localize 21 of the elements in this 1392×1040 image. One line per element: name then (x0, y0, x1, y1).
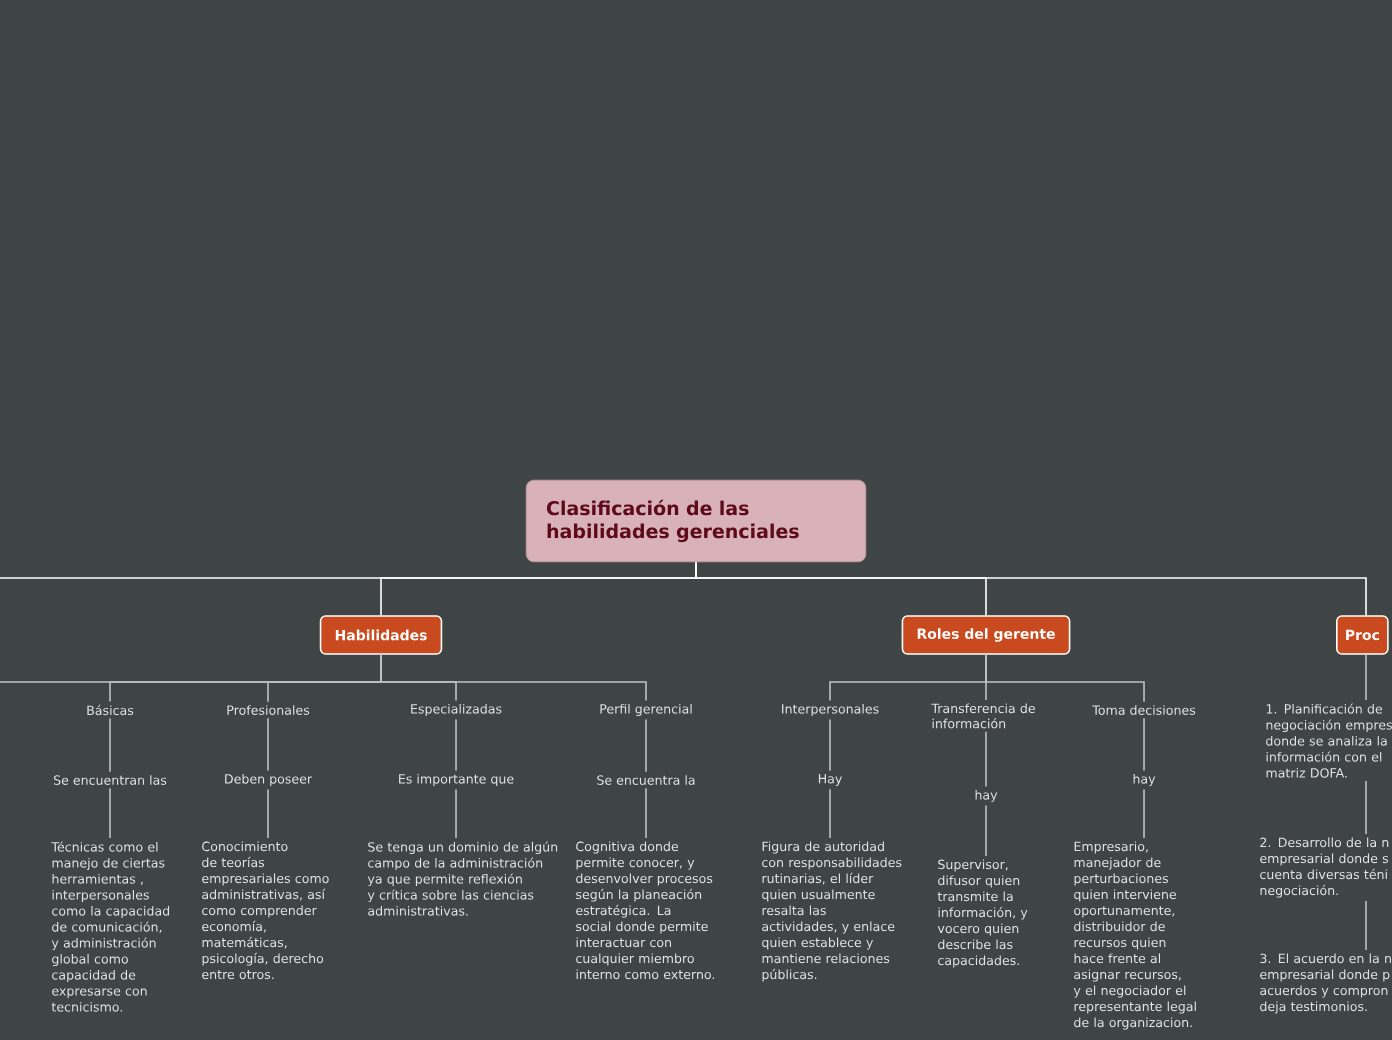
connector-line (455, 788, 457, 839)
connector-line (455, 718, 457, 772)
connector-line (109, 787, 111, 839)
connector-line (829, 788, 831, 839)
connector-line (829, 718, 831, 772)
connector-line (1365, 654, 1367, 701)
title-box: Clasificación de las habilidades gerenciales (525, 479, 867, 563)
connector-line (985, 804, 987, 857)
connector-line (1365, 780, 1367, 835)
connector-line (267, 788, 269, 839)
connector-line (985, 730, 987, 788)
connector-line (645, 718, 647, 773)
connector-line (267, 717, 269, 772)
connector-line (380, 654, 647, 702)
connector-line (985, 654, 1145, 703)
connector-line (645, 787, 647, 839)
connector-line (695, 561, 1367, 616)
connector-line (1365, 900, 1367, 951)
connector-line (109, 717, 111, 773)
connector-line (1143, 717, 1145, 772)
connector-line (1143, 788, 1145, 839)
